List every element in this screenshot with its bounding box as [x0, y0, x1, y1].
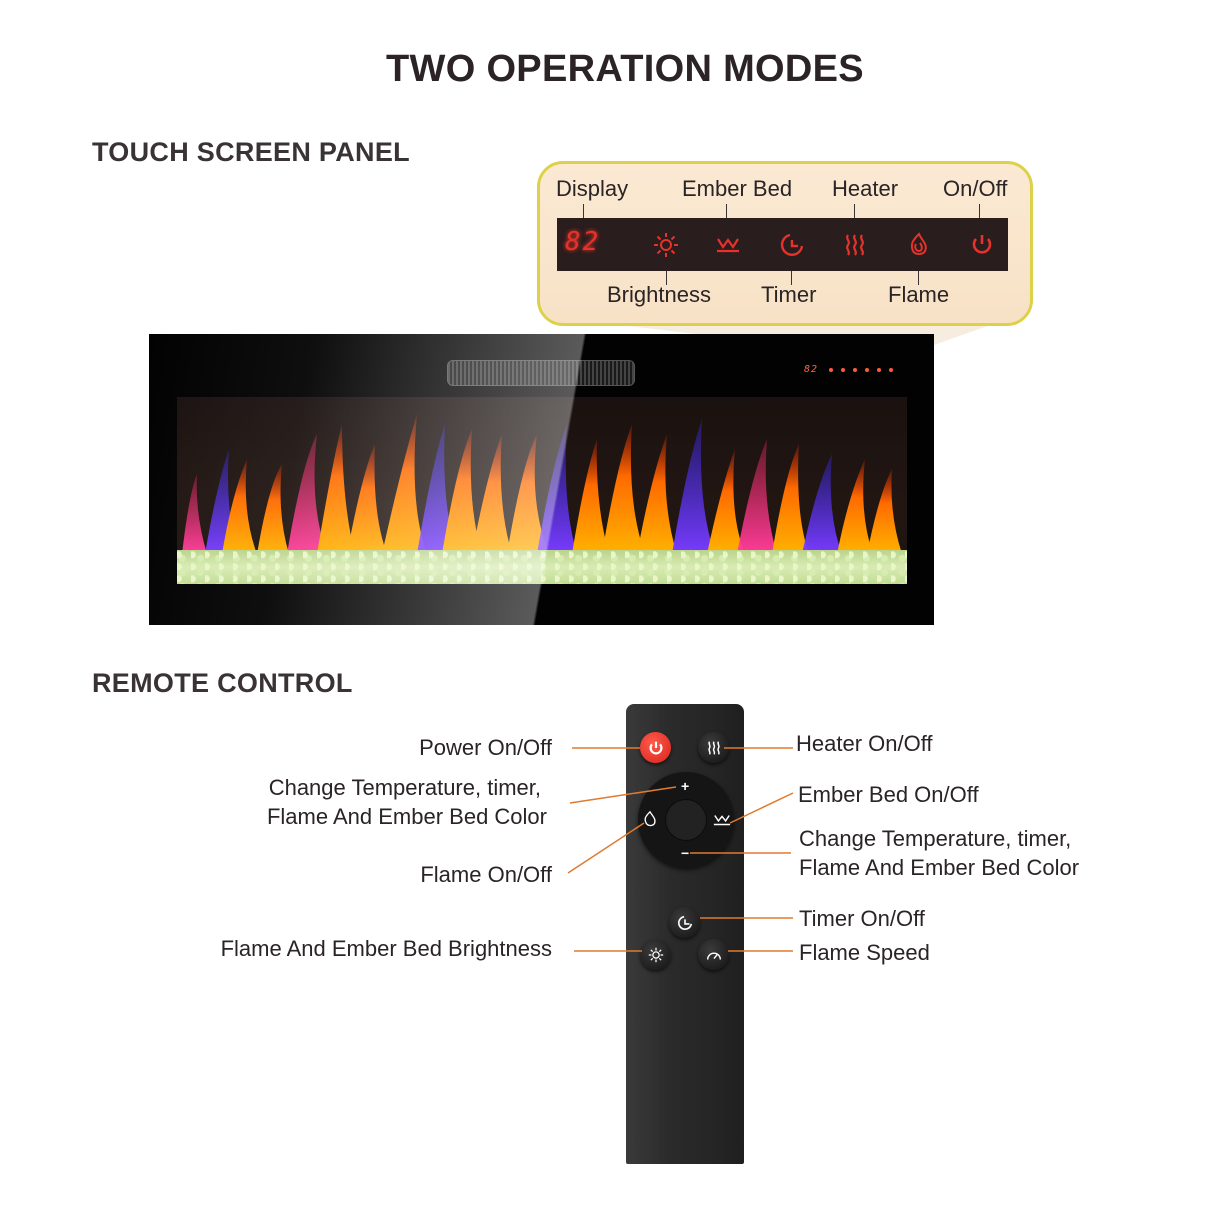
touch-panel-heading: TOUCH SCREEN PANEL [92, 137, 410, 167]
label-flame-on-off: Flame On/Off [420, 862, 552, 887]
label-timer: Timer [761, 282, 817, 307]
mini-button [889, 368, 893, 372]
remote-dpad: + − [638, 772, 734, 868]
label-on-off: On/Off [943, 176, 1008, 201]
tick [726, 204, 727, 218]
tick [854, 204, 855, 218]
touch-panel-callout: Display Ember Bed Heater On/Off 82 Brigh… [537, 161, 1033, 326]
firebox [177, 397, 907, 584]
label-change-temp-right-2: Flame And Ember Bed Color [799, 855, 1080, 880]
timer-icon[interactable] [777, 230, 807, 260]
brightness-icon[interactable] [651, 230, 681, 260]
plus-button[interactable]: + [681, 778, 690, 794]
label-flame-speed: Flame Speed [799, 940, 930, 965]
tick [666, 271, 667, 285]
fireplace-image: 82 [149, 334, 934, 625]
mini-button [829, 368, 833, 372]
ember-bed-button[interactable] [713, 812, 731, 828]
page-title: TWO OPERATION MODES [386, 48, 864, 90]
label-ember-bed: Ember Bed [682, 176, 793, 201]
touch-panel-strip: 82 [557, 218, 1008, 271]
label-change-temp-left-1: Change Temperature, timer, [268, 775, 541, 800]
remote-timer-button[interactable] [669, 907, 700, 938]
remote-power-button[interactable] [640, 732, 671, 763]
mini-display: 82 [804, 364, 818, 375]
brightness-icon [648, 947, 663, 962]
remote-control: + − [626, 704, 744, 1164]
label-power-on-off: Power On/Off [419, 735, 552, 760]
mini-button [853, 368, 857, 372]
label-brightness: Flame And Ember Bed Brightness [220, 936, 552, 961]
flame-icon[interactable] [904, 230, 934, 260]
label-display: Display [556, 176, 629, 201]
heater-vent [447, 360, 635, 386]
remote-flame-speed-button[interactable] [698, 939, 729, 970]
tick [791, 271, 792, 285]
flames [182, 414, 902, 554]
tick [918, 271, 919, 285]
power-icon [649, 741, 662, 754]
heater-icon[interactable] [840, 230, 870, 260]
ember-bed [177, 550, 907, 584]
tick [583, 204, 584, 218]
remote-heading: REMOTE CONTROL [92, 668, 353, 698]
speedometer-icon [706, 951, 721, 960]
display-readout: 82 [565, 227, 601, 257]
label-timer-on-off: Timer On/Off [799, 906, 925, 931]
mini-button [877, 368, 881, 372]
power-icon[interactable] [967, 230, 997, 260]
mini-button [865, 368, 869, 372]
dpad-center-button[interactable] [665, 799, 707, 841]
remote-heater-button[interactable] [698, 732, 729, 763]
heater-icon [707, 740, 720, 755]
label-heater: Heater [832, 176, 899, 201]
label-flame: Flame [888, 282, 950, 307]
label-heater-on-off: Heater On/Off [796, 731, 933, 756]
remote-brightness-button[interactable] [640, 939, 671, 970]
timer-icon [677, 915, 692, 930]
label-ember-bed-on-off: Ember Bed On/Off [798, 782, 979, 807]
minus-button[interactable]: − [681, 845, 690, 861]
flame-button[interactable] [641, 810, 659, 828]
label-brightness: Brightness [607, 282, 711, 307]
tick [979, 204, 980, 218]
label-change-temp-left-2: Flame And Ember Bed Color [266, 804, 547, 829]
label-change-temp-right-1: Change Temperature, timer, [799, 826, 1072, 851]
glass-reflection [149, 334, 934, 625]
mini-button [841, 368, 845, 372]
ember-bed-icon[interactable] [713, 230, 743, 260]
